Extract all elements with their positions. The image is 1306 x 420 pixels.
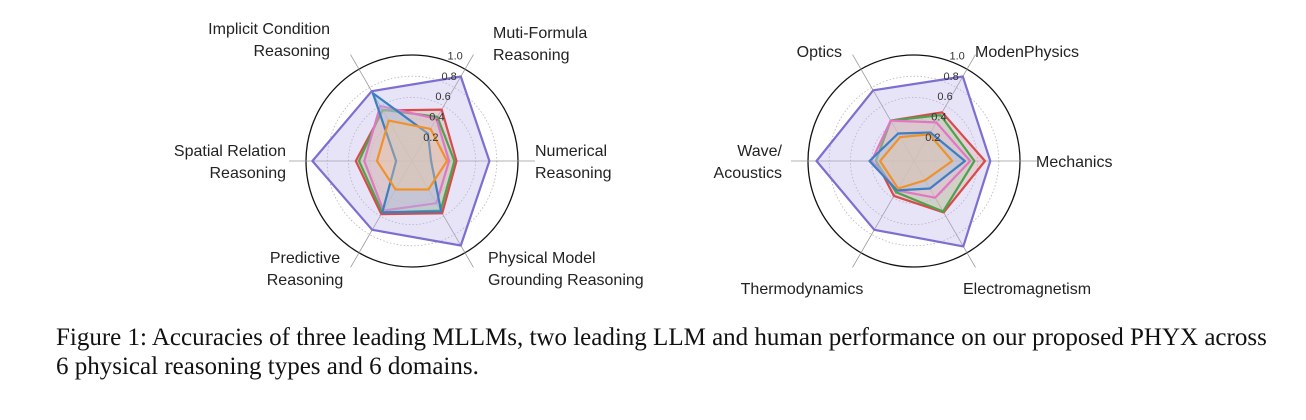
radar-tick-label: 0.8 (442, 71, 457, 83)
radar-tick-label: 0.4 (429, 112, 444, 124)
radar-tick-label: 0.4 (931, 112, 946, 124)
radar-tick-label: 0.8 (944, 71, 959, 83)
caption-name-hy: HY (1143, 324, 1181, 351)
radar-axis-label-line: Spatial Relation (174, 143, 286, 160)
radar-axis-label: Wave/Acoustics (714, 143, 783, 182)
radar-axis-label: ModenPhysics (975, 44, 1079, 61)
radar-tick-label: 0.6 (937, 91, 952, 103)
radar-tick-label: 1.0 (950, 51, 965, 63)
radar-tick-label: 0.2 (925, 132, 940, 144)
radar-axis-label-line: ModenPhysics (975, 44, 1079, 61)
radar-spoke (350, 54, 413, 162)
radar-axis-label-line: Predictive (270, 250, 340, 267)
radar-axis-label-line: Wave/ (737, 143, 782, 160)
radar-spoke (411, 54, 474, 162)
radar-axis-label: Mechanics (1036, 154, 1112, 171)
radar-tick-label: 1.0 (448, 51, 463, 63)
caption-prefix: Figure 1: Accuracies of three leading ML… (56, 324, 1130, 351)
radar-axis-label-line: Optics (797, 44, 842, 61)
radar-axis-label-line: Thermodynamics (741, 281, 864, 298)
radar-axis-label-line: Acoustics (714, 165, 782, 182)
radar-spoke (913, 160, 976, 268)
radar-axis-label-line: Reasoning (535, 165, 612, 182)
radar-series-2 (354, 108, 458, 216)
radar-axis-label-line: Reasoning (210, 165, 287, 182)
radar-series-6 (878, 133, 954, 190)
radar-axis-label-line: Reasoning (267, 272, 344, 289)
radar-axis-label-line: Numerical (535, 143, 607, 160)
radar-series-6 (375, 119, 449, 191)
radar-axis-label-line: Physical Model (488, 250, 596, 267)
radar-tick-label: 0.2 (423, 132, 438, 144)
radar-axis-label: Electromagnetism (963, 281, 1091, 298)
radar-axis-label-line: Electromagnetism (963, 281, 1091, 298)
radar-axis-label-line: Implicit Condition (208, 21, 330, 38)
radar-axis-label-line: Grounding Reasoning (488, 272, 644, 289)
caption-name-p: P (1130, 324, 1144, 351)
radar-axis-label: Optics (797, 44, 842, 61)
radar-spoke (852, 160, 915, 268)
radar-axis-label: Thermodynamics (741, 281, 864, 298)
radar-series-5 (371, 91, 443, 214)
radar-series-4 (870, 119, 972, 199)
radar-axis-label-line: Mechanics (1036, 154, 1112, 171)
radar-axis-label-line: Muti-Formula (493, 25, 587, 42)
figure-caption: Figure 1: Accuracies of three leading ML… (56, 323, 1276, 381)
radar-spoke (913, 54, 976, 162)
radar-axis-label-line: Reasoning (254, 43, 331, 60)
radar-tick-label: 0.6 (435, 91, 450, 103)
radar-axis-label-line: Reasoning (493, 47, 570, 64)
caption-suffix: across 6 physical reasoning types and 6 … (56, 324, 1267, 380)
radar-spoke (852, 54, 915, 162)
caption-name-x: X (1180, 324, 1199, 351)
